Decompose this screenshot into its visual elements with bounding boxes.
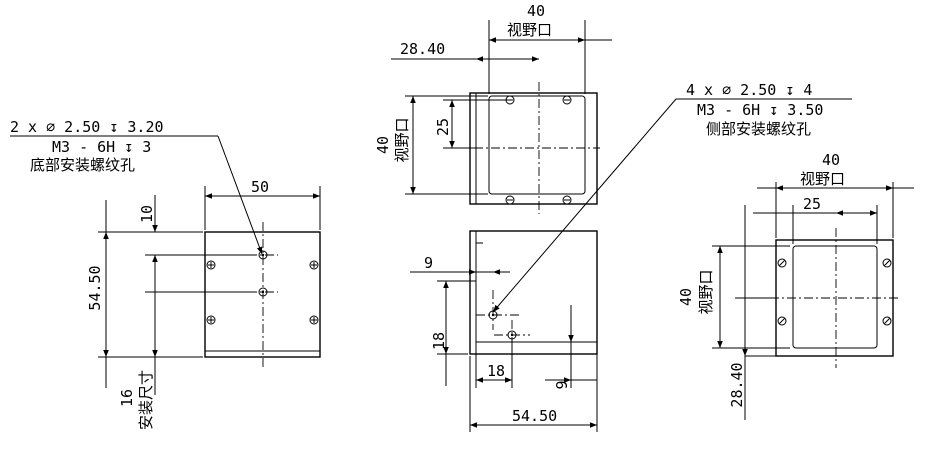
bottom-width-dim: 50 xyxy=(251,178,269,196)
front-window-label: 视野口 xyxy=(507,21,552,39)
side-right-offset-dim: 9 xyxy=(553,380,571,389)
front-side-dim: 40 xyxy=(374,136,392,154)
bottom-hole-upper xyxy=(258,250,268,260)
side-hole-1 xyxy=(488,310,498,320)
side-holes-thread: M3 - 6H ↧ 3.50 xyxy=(697,101,823,119)
bottom-hole-lower xyxy=(258,287,268,297)
right-inner-dim: 25 xyxy=(803,195,821,213)
bottom-holes-spec: 2 x ∅ 2.50 ↧ 3.20 xyxy=(10,118,164,136)
side-holes-callout: 4 x ∅ 2.50 ↧ 4 M3 - 6H ↧ 3.50 侧部安装螺纹孔 xyxy=(492,81,852,313)
bottom-holes-callout: 2 x ∅ 2.50 ↧ 3.20 M3 - 6H ↧ 3 底部安装螺纹孔 xyxy=(10,118,263,255)
side-hole-2 xyxy=(507,330,517,340)
side-vertical-dim: 18 xyxy=(430,332,448,350)
side-length-dim: 54.50 xyxy=(512,407,557,425)
side-holes-spec: 4 x ∅ 2.50 ↧ 4 xyxy=(686,81,812,99)
front-window-dim: 40 xyxy=(527,2,545,20)
right-offset-dim: 28.40 xyxy=(728,362,746,407)
bottom-height-dim: 54.50 xyxy=(86,265,104,310)
bottom-offset-dim: 10 xyxy=(138,205,156,223)
right-side-label: 视野口 xyxy=(697,269,715,314)
bottom-holes-thread: M3 - 6H ↧ 3 xyxy=(52,138,151,156)
side-holes-label: 侧部安装螺纹孔 xyxy=(706,120,811,138)
front-offset-dim: 28.40 xyxy=(400,40,445,58)
front-side-label: 视野口 xyxy=(393,117,411,162)
side-left-offset-dim: 9 xyxy=(424,254,433,272)
mount-size-label: 安装尺寸 xyxy=(137,370,155,430)
side-horizontal-dim: 18 xyxy=(487,362,505,380)
front-inner-dim: 25 xyxy=(434,118,452,136)
right-view: 40 视野口 25 40 视野口 28.40 xyxy=(677,151,914,420)
right-window-label: 视野口 xyxy=(800,170,845,188)
bottom-holes-label: 底部安装螺纹孔 xyxy=(30,156,135,174)
right-window-dim: 40 xyxy=(822,151,840,169)
right-side-dim: 40 xyxy=(677,288,695,306)
bottom-view-screws xyxy=(206,260,319,325)
mount-size-dim: 16 xyxy=(118,389,136,407)
bottom-view: 50 10 54.50 16 安装尺寸 xyxy=(86,178,321,430)
front-view: 40 视野口 28.40 25 40 视野口 xyxy=(374,2,612,214)
right-view-screws xyxy=(777,258,892,326)
front-view-screws xyxy=(505,95,572,205)
side-view: 9 18 18 9 54.50 xyxy=(410,230,598,432)
